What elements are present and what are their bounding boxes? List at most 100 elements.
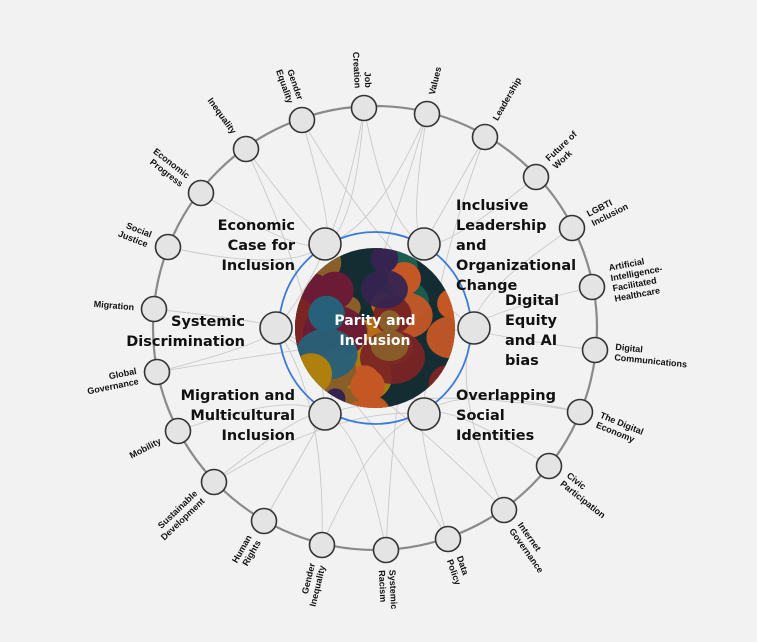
inner-topic-inclusive-leadership[interactable]: InclusiveLeadershipandOrganizationalChan… (407, 198, 576, 294)
outer-topic-label: Inequality (206, 96, 239, 136)
center-title-line: Inclusion (340, 333, 411, 349)
outer-topic-node[interactable] (288, 106, 316, 134)
outer-topic-label: ArtificialIntelligence-FacilitatedHealth… (608, 256, 663, 303)
outer-topic-node[interactable] (522, 163, 550, 191)
outer-topic-migration[interactable]: Migration (93, 295, 168, 323)
outer-topic-node[interactable] (581, 336, 609, 364)
outer-topic-label: Migration (93, 299, 134, 312)
outer-topic-ai-healthcare[interactable]: ArtificialIntelligence-FacilitatedHealth… (578, 253, 668, 304)
silhouette-shape (378, 310, 401, 333)
outer-topic-node[interactable] (535, 452, 563, 480)
outer-topic-node[interactable] (413, 100, 441, 128)
outer-topic-node[interactable] (187, 179, 215, 207)
outer-topic-node[interactable] (350, 94, 378, 122)
inner-topic-node[interactable] (407, 397, 441, 431)
outer-topic-label-line: Systemic (387, 569, 399, 609)
inner-topic-label: Change (456, 278, 517, 294)
inner-topic-label: Identities (456, 428, 534, 444)
inner-topic-label: Social (456, 408, 505, 424)
outer-topic-node[interactable] (471, 123, 499, 151)
outer-topic-node[interactable] (232, 135, 260, 163)
connection-line (421, 413, 449, 540)
inner-topic-label: Migration and (181, 388, 295, 404)
inner-topic-node[interactable] (308, 397, 342, 431)
outer-topic-node[interactable] (164, 417, 192, 445)
inner-topic-label: and (456, 238, 487, 254)
outer-topic-label-line: Job (362, 71, 373, 88)
outer-topic-node[interactable] (250, 507, 278, 535)
outer-topic-inequality[interactable]: Inequality (206, 96, 260, 163)
inner-topic-label: Systemic (171, 314, 245, 330)
connection-line (324, 397, 581, 415)
connection-line (324, 113, 428, 245)
outer-topic-mobility[interactable]: Mobility (128, 417, 192, 461)
inner-topic-node[interactable] (308, 227, 342, 261)
outer-topic-label-line: Inequality (206, 96, 239, 136)
inner-topic-node[interactable] (457, 311, 491, 345)
connection-line (324, 413, 387, 551)
outer-topic-node[interactable] (566, 398, 594, 426)
outer-topic-node[interactable] (558, 214, 586, 242)
outer-topic-node[interactable] (490, 496, 518, 524)
inner-topic-label: and AI (505, 333, 557, 349)
outer-topic-node[interactable] (154, 233, 182, 261)
silhouette-shape (370, 248, 399, 273)
inner-topic-label: bias (505, 353, 539, 369)
outer-topic-node[interactable] (140, 295, 168, 323)
silhouette-shape (426, 315, 455, 359)
inner-topic-label: Digital (505, 293, 559, 309)
silhouette-shape (308, 295, 345, 333)
outer-topic-values[interactable]: Values (413, 66, 444, 128)
outer-topic-leadership[interactable]: Leadership (471, 75, 524, 151)
outer-topic-label-line: Racism (377, 570, 389, 602)
inner-topic-label: Inclusion (222, 258, 296, 274)
inner-topic-label: Multicultural (190, 408, 295, 424)
outer-topic-label-line: Digital (615, 342, 643, 355)
inner-topic-node[interactable] (407, 227, 441, 261)
outer-topic-node[interactable] (578, 273, 606, 301)
outer-topic-node[interactable] (200, 468, 228, 496)
outer-topic-node[interactable] (308, 531, 336, 559)
outer-topic-node[interactable] (434, 525, 462, 553)
outer-topic-node[interactable] (372, 536, 400, 564)
inner-topic-node[interactable] (259, 311, 293, 345)
outer-topic-label: Mobility (128, 436, 163, 461)
inner-topic-label: Inclusion (222, 428, 296, 444)
outer-topic-label-line: Communications (614, 352, 688, 369)
outer-topic-node[interactable] (143, 358, 171, 386)
connection-line (363, 107, 425, 245)
outer-topic-label: Leadership (491, 75, 524, 122)
